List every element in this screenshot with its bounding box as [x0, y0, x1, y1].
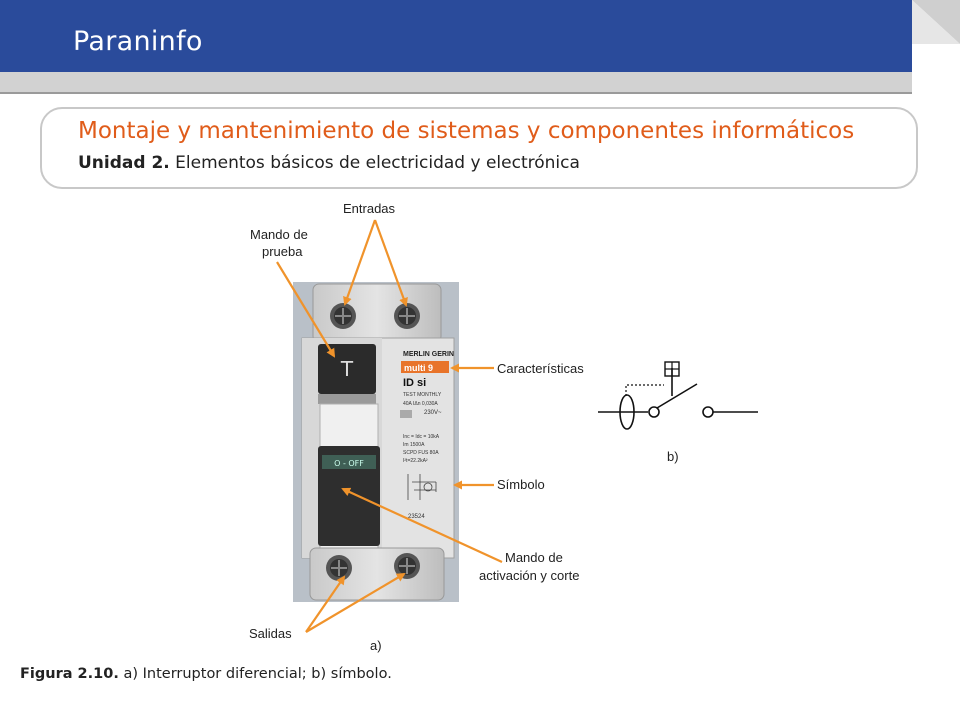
device-rating: 40A IΔn 0,030A — [403, 401, 438, 407]
device-schematic-print — [407, 474, 437, 500]
differential-switch-device: T O - OFF MERLIN GERIN multi 9 ID si TES… — [301, 283, 455, 601]
label-caracteristicas: Características — [497, 361, 584, 376]
device-type: ID si — [403, 377, 426, 389]
device-model: multi 9 — [404, 363, 433, 373]
arrow-mando-prueba — [276, 261, 336, 358]
caption-label: Figura 2.10. — [20, 666, 119, 682]
off-label: O - OFF — [334, 459, 364, 468]
caption-text: a) Interruptor diferencial; b) símbolo. — [118, 666, 392, 682]
device-spec-4: I²t=22.2kA² — [403, 458, 428, 464]
test-button-label: T — [340, 357, 354, 381]
label-mando-prueba-2: prueba — [262, 244, 303, 259]
label-part-b: b) — [667, 449, 679, 464]
bottom-screw-right — [394, 553, 420, 579]
differential-switch-symbol — [598, 361, 758, 430]
label-mando-prueba-1: Mando de — [250, 227, 308, 242]
label-entradas: Entradas — [343, 201, 396, 216]
arrow-salidas-right — [305, 572, 406, 633]
model-badge — [401, 361, 449, 373]
figure-caption: Figura 2.10. a) Interruptor diferencial;… — [20, 666, 392, 682]
device-spec-1: Inc = Idc = 10kA — [403, 434, 440, 440]
device-test-note: TEST MONTHLY — [403, 392, 442, 398]
arrow-entradas-right — [373, 219, 408, 307]
bottom-screw-left — [326, 555, 352, 581]
device-brand: MERLIN GERIN — [403, 351, 454, 358]
device-ref: 23524 — [408, 514, 425, 520]
device-voltage: 230V~ — [424, 410, 442, 416]
label-salidas: Salidas — [249, 626, 292, 641]
label-mando-activacion-1: Mando de — [505, 550, 563, 565]
device-spec-3: SCPD FUS 80A — [403, 450, 439, 456]
top-screw-right — [394, 303, 420, 329]
unit-label: Unidad 2. — [78, 153, 170, 173]
callout-arrows — [276, 219, 503, 633]
title-box: Montaje y mantenimiento de sistemas y co… — [40, 107, 918, 189]
unit-text: Elementos básicos de electricidad y elec… — [169, 153, 580, 173]
arrow-entradas-left — [343, 219, 377, 306]
top-screw-left — [330, 303, 356, 329]
label-simbolo: Símbolo — [497, 477, 545, 492]
arrow-salidas-left — [305, 575, 346, 633]
header-band — [0, 0, 960, 96]
device-spec-2: Im 1500A — [403, 442, 425, 448]
unit-line: Unidad 2. Elementos básicos de electrici… — [78, 153, 580, 173]
label-mando-activacion-2: activación y corte — [479, 568, 579, 583]
course-title: Montaje y mantenimiento de sistemas y co… — [78, 118, 855, 144]
label-part-a: a) — [370, 638, 382, 653]
arrow-mando-activacion — [341, 487, 503, 563]
brand-logo: Paraninfo — [73, 26, 203, 57]
figure-2-10: T O - OFF MERLIN GERIN multi 9 ID si TES… — [249, 201, 758, 653]
